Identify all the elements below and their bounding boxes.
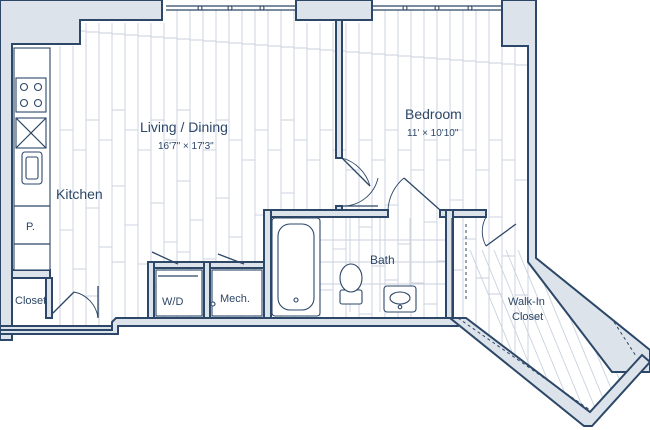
kitchen-counter: [13, 47, 51, 271]
doors: [51, 157, 517, 319]
living-dining-label: Living / Dining: [140, 119, 228, 135]
wd-label: W/D: [162, 296, 183, 308]
bath-label: Bath: [370, 253, 395, 267]
closet-label: Closet: [15, 295, 46, 307]
walk-in-closet-shelves: [451, 218, 637, 411]
bedroom-label: Bedroom: [405, 106, 462, 122]
kitchen-label: Kitchen: [56, 186, 103, 202]
bath-fixtures: [271, 217, 417, 317]
bedroom-dims: 11' × 10'10": [407, 128, 459, 139]
mech-label: Mech.: [220, 293, 250, 305]
top-windows: [166, 5, 502, 11]
living-dining-dims: 16'7" × 17'3": [158, 141, 214, 152]
laundry-mech-closets: [151, 251, 263, 317]
walk-in-closet-label-line2: Closet: [512, 311, 543, 323]
interior-walls: [11, 19, 487, 319]
walk-in-closet-label-line1: Walk-In: [508, 296, 545, 308]
pantry-label: P.: [26, 221, 35, 233]
